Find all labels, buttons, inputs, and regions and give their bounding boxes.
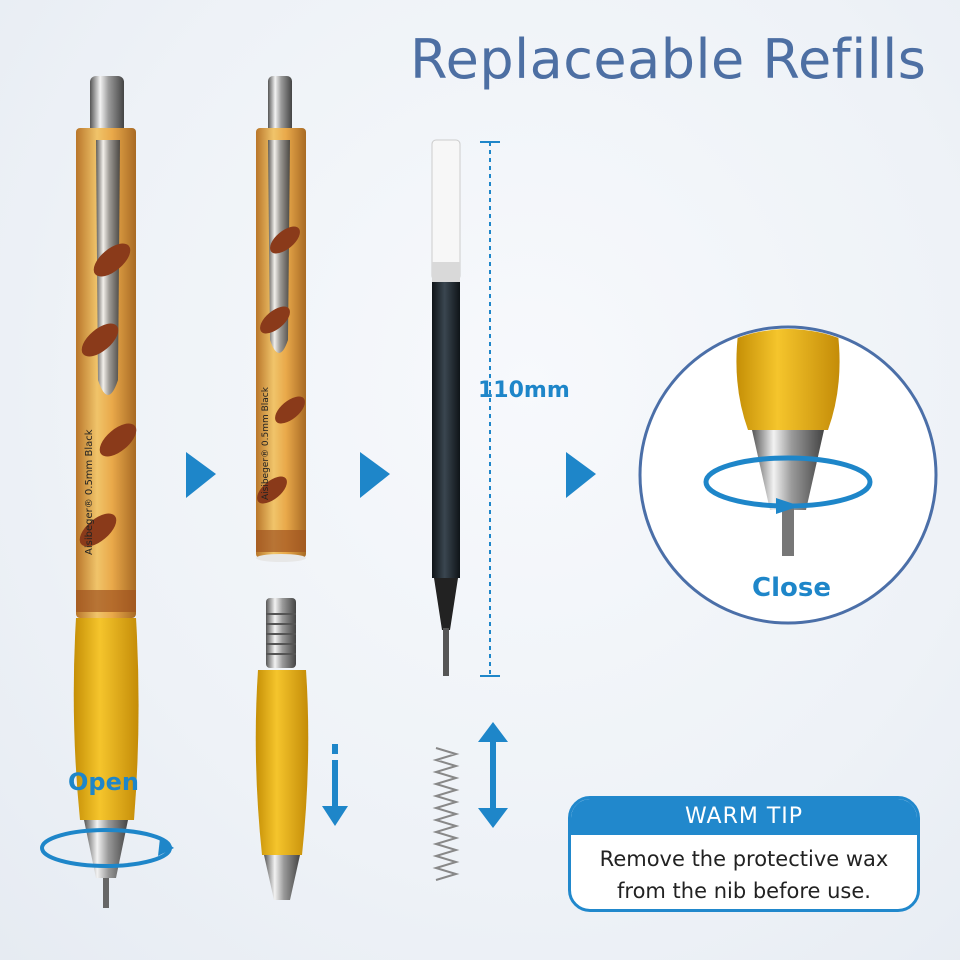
arrow-right-icon xyxy=(186,452,216,498)
pen-grip-section xyxy=(255,598,309,900)
rotate-close-icon xyxy=(703,455,873,514)
barrel-brand-print: Aisibeger® 0.5mm Black xyxy=(261,386,271,500)
rotate-open-icon xyxy=(40,828,174,868)
warm-tip-line-1: Remove the protective wax xyxy=(599,847,889,871)
close-label: Close xyxy=(752,573,831,603)
open-label: Open xyxy=(68,768,139,796)
double-arrow-icon xyxy=(478,722,508,828)
warm-tip-body: Remove the protective wax from the nib b… xyxy=(571,835,917,907)
page-title: Replaceable Refills xyxy=(410,28,927,91)
close-detail-circle xyxy=(638,325,938,625)
pen-nib xyxy=(103,878,109,908)
pen-barrel-upper: Aisibeger® 0.5mm Black xyxy=(256,76,306,562)
arrow-down-icon xyxy=(322,744,348,826)
length-dimension-line xyxy=(480,141,500,677)
pen-brand-print: Aisibeger® 0.5mm Black xyxy=(84,429,95,555)
pen-plunger xyxy=(90,76,124,134)
spring xyxy=(432,747,460,881)
football-pattern xyxy=(79,243,137,547)
arrow-right-icon xyxy=(566,452,596,498)
warm-tip-line-2: from the nib before use. xyxy=(617,879,871,903)
arrow-right-icon xyxy=(360,452,390,498)
pen-tip-cone xyxy=(84,820,128,878)
refill-length-label: 110mm xyxy=(478,378,570,403)
pen-assembled: Aisibeger® 0.5mm Black xyxy=(73,76,139,908)
warm-tip-card: WARM TIP Remove the protective wax from … xyxy=(568,796,920,912)
pen-grip xyxy=(73,618,139,820)
ink-refill xyxy=(431,139,461,676)
warm-tip-heading: WARM TIP xyxy=(571,799,917,835)
